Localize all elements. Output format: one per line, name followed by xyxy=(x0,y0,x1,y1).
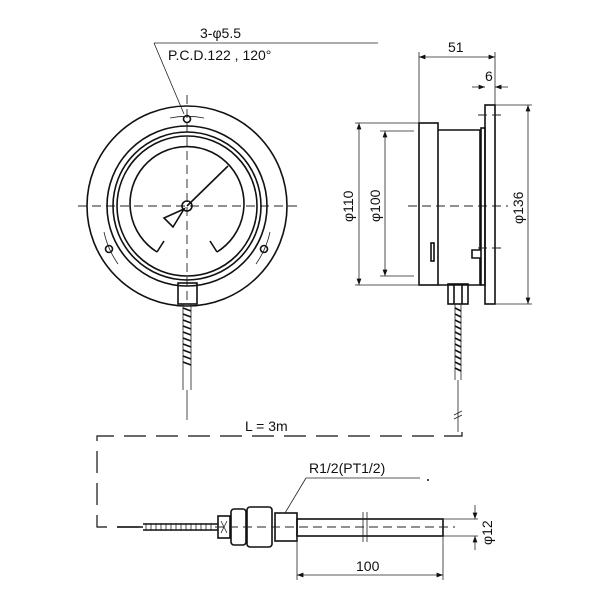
stem-diameter-dim: φ12 xyxy=(479,520,495,545)
hole-callout-text: 3-φ5.5 xyxy=(200,25,241,41)
capillary: L = 3m xyxy=(96,418,463,528)
mounting-hole xyxy=(259,244,269,254)
hole-callout: 3-φ5.5 P.C.D.122 , 120° xyxy=(153,25,378,115)
pcd-callout-text: P.C.D.122 , 120° xyxy=(168,47,271,63)
mounting-hole xyxy=(182,114,192,124)
pointer xyxy=(186,165,229,207)
capillary-length: L = 3m xyxy=(245,418,288,434)
depth-dim: 51 xyxy=(448,39,464,55)
bezel-diameter-dim: φ110 xyxy=(340,190,356,222)
thread-callout: R1/2(PT1/2) xyxy=(309,460,385,476)
sensor: R1/2(PT1/2) xyxy=(117,460,455,548)
front-view xyxy=(78,95,298,420)
sensor-dimensions: φ12 100 xyxy=(296,505,495,580)
flange-diameter-dim: φ136 xyxy=(510,191,526,224)
stem-length-dim: 100 xyxy=(356,558,380,574)
flange-thickness-dim: 6 xyxy=(485,68,493,84)
mounting-hole xyxy=(104,244,114,254)
side-dimensions: 51 6 φ110 φ100 φ136 xyxy=(340,39,532,305)
side-view xyxy=(408,104,508,432)
dial-diameter-dim: φ100 xyxy=(367,189,383,222)
